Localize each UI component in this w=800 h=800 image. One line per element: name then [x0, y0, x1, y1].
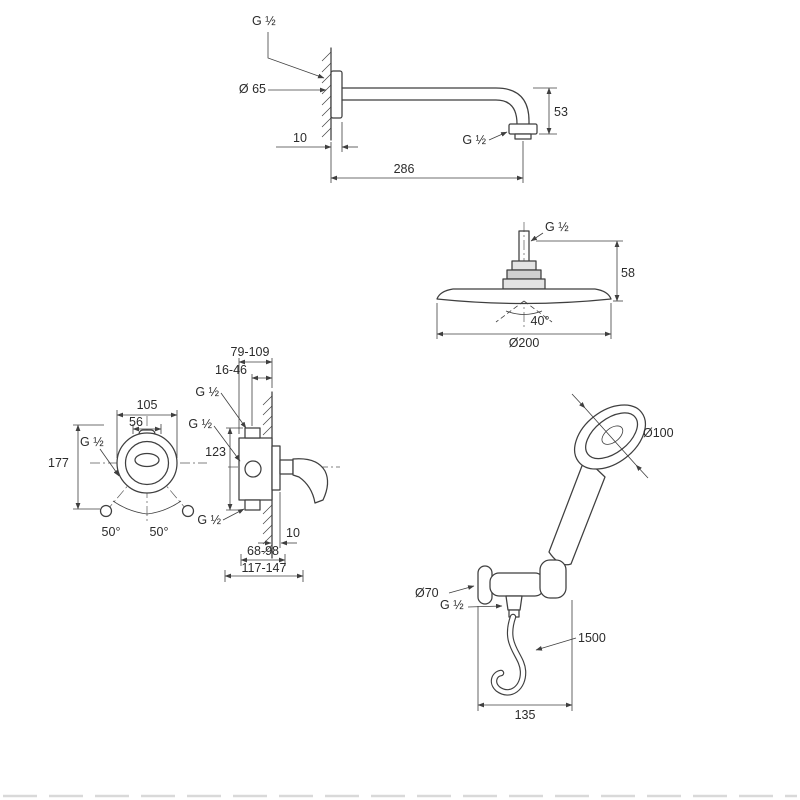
mixer-side-dimension-lines [213, 358, 304, 582]
shower-arm-view: G ½ Ø 65 10 G ½ 53 286 [239, 14, 568, 183]
mixer-supply-right [181, 504, 195, 518]
holder-arm [489, 572, 545, 597]
dim-label-head-height: 58 [621, 266, 635, 280]
mixer-cartridge [244, 460, 262, 478]
head-inlet-pipe [518, 230, 530, 262]
dim-label-head-thread-inlet: G ½ [545, 220, 569, 234]
arm-outlet-thread [514, 133, 532, 140]
head-dimension-lines [436, 232, 623, 339]
head-ball-joint [502, 260, 546, 290]
dim-label-head-diameter: Ø200 [509, 336, 540, 350]
mixer-front-view: 105 56 G ½ 177 50° 50° [48, 398, 207, 539]
shower-hose [490, 613, 527, 696]
hand-shower-dimension-lines [448, 393, 649, 711]
dim-label-hand-head-diameter: Ø100 [643, 426, 674, 440]
shower-head-plate [436, 288, 612, 305]
mixer-escutcheon-side [271, 445, 281, 491]
dim-label-arm-flange-depth: 10 [293, 131, 307, 145]
dim-label-mixer-escutcheon-depth: 10 [286, 526, 300, 540]
hose-outlet [505, 595, 523, 611]
dim-label-arm-flange-diameter: Ø 65 [239, 82, 266, 96]
mixer-port-top [244, 427, 261, 439]
dim-label-bracket-projection: 135 [515, 708, 536, 722]
dim-label-mixer-handle-width: 56 [129, 415, 143, 429]
dim-label-mixer-projection-max: 117-147 [242, 561, 287, 575]
mixer-spindle [279, 459, 294, 475]
dim-label-hose-length: 1500 [578, 631, 606, 645]
mixer-side-view: 79-109 16-46 G ½ G ½ 123 G ½ 10 68-98 11… [188, 345, 340, 582]
mixer-supply-left [99, 504, 113, 518]
arm-dimension-lines [267, 32, 557, 183]
dim-label-mixer-projection-min: 68-98 [247, 544, 279, 558]
mixer-port-bottom [244, 499, 261, 511]
dim-label-mixer-thread-bottom: G ½ [197, 513, 221, 527]
mixer-lever-front [134, 452, 160, 468]
head-spray-angle [495, 300, 553, 323]
mixer-angle-arcs [112, 500, 182, 515]
dim-label-mixer-width: 105 [137, 398, 158, 412]
arm-outlet-fitting [508, 123, 538, 135]
dim-label-arm-thread-wall: G ½ [252, 14, 276, 28]
wall-hatching [321, 51, 332, 138]
dim-label-head-spray-angle: 40° [531, 314, 550, 328]
head-shower-view: G ½ 58 40° Ø200 [436, 220, 635, 350]
dim-label-arm-thread-outlet: G ½ [462, 133, 486, 147]
dim-label-arm-projection: 286 [394, 162, 415, 176]
dim-label-mixer-total-height: 177 [48, 456, 69, 470]
wall-hatching [262, 395, 273, 555]
dim-label-mixer-angle-left: 50° [102, 525, 121, 539]
dim-label-mixer-thread-supply: G ½ [80, 435, 104, 449]
hand-shower-handle [548, 457, 606, 566]
dim-label-mixer-depth-range: 79-109 [231, 345, 270, 359]
mixer-lever-side [292, 458, 329, 504]
dim-label-mixer-depth-min: 16-46 [215, 363, 247, 377]
arm-wall-flange [330, 70, 343, 119]
dim-label-mixer-angle-right: 50° [150, 525, 169, 539]
dim-label-mixer-thread-top: G ½ [195, 385, 219, 399]
arm-tube [341, 87, 538, 140]
dim-label-hand-thread: G ½ [440, 598, 464, 612]
holder-cup [539, 559, 567, 599]
dim-label-mixer-body-height: 123 [205, 445, 226, 459]
dim-label-mixer-thread-outlet: G ½ [188, 417, 212, 431]
dim-label-arm-drop-height: 53 [554, 105, 568, 119]
hand-shower-view: Ø100 Ø70 G ½ 1500 135 [415, 393, 674, 722]
wall-section [321, 47, 332, 141]
mixer-front-dimension-lines [73, 410, 178, 510]
dim-label-hand-flange-diameter: Ø70 [415, 586, 439, 600]
